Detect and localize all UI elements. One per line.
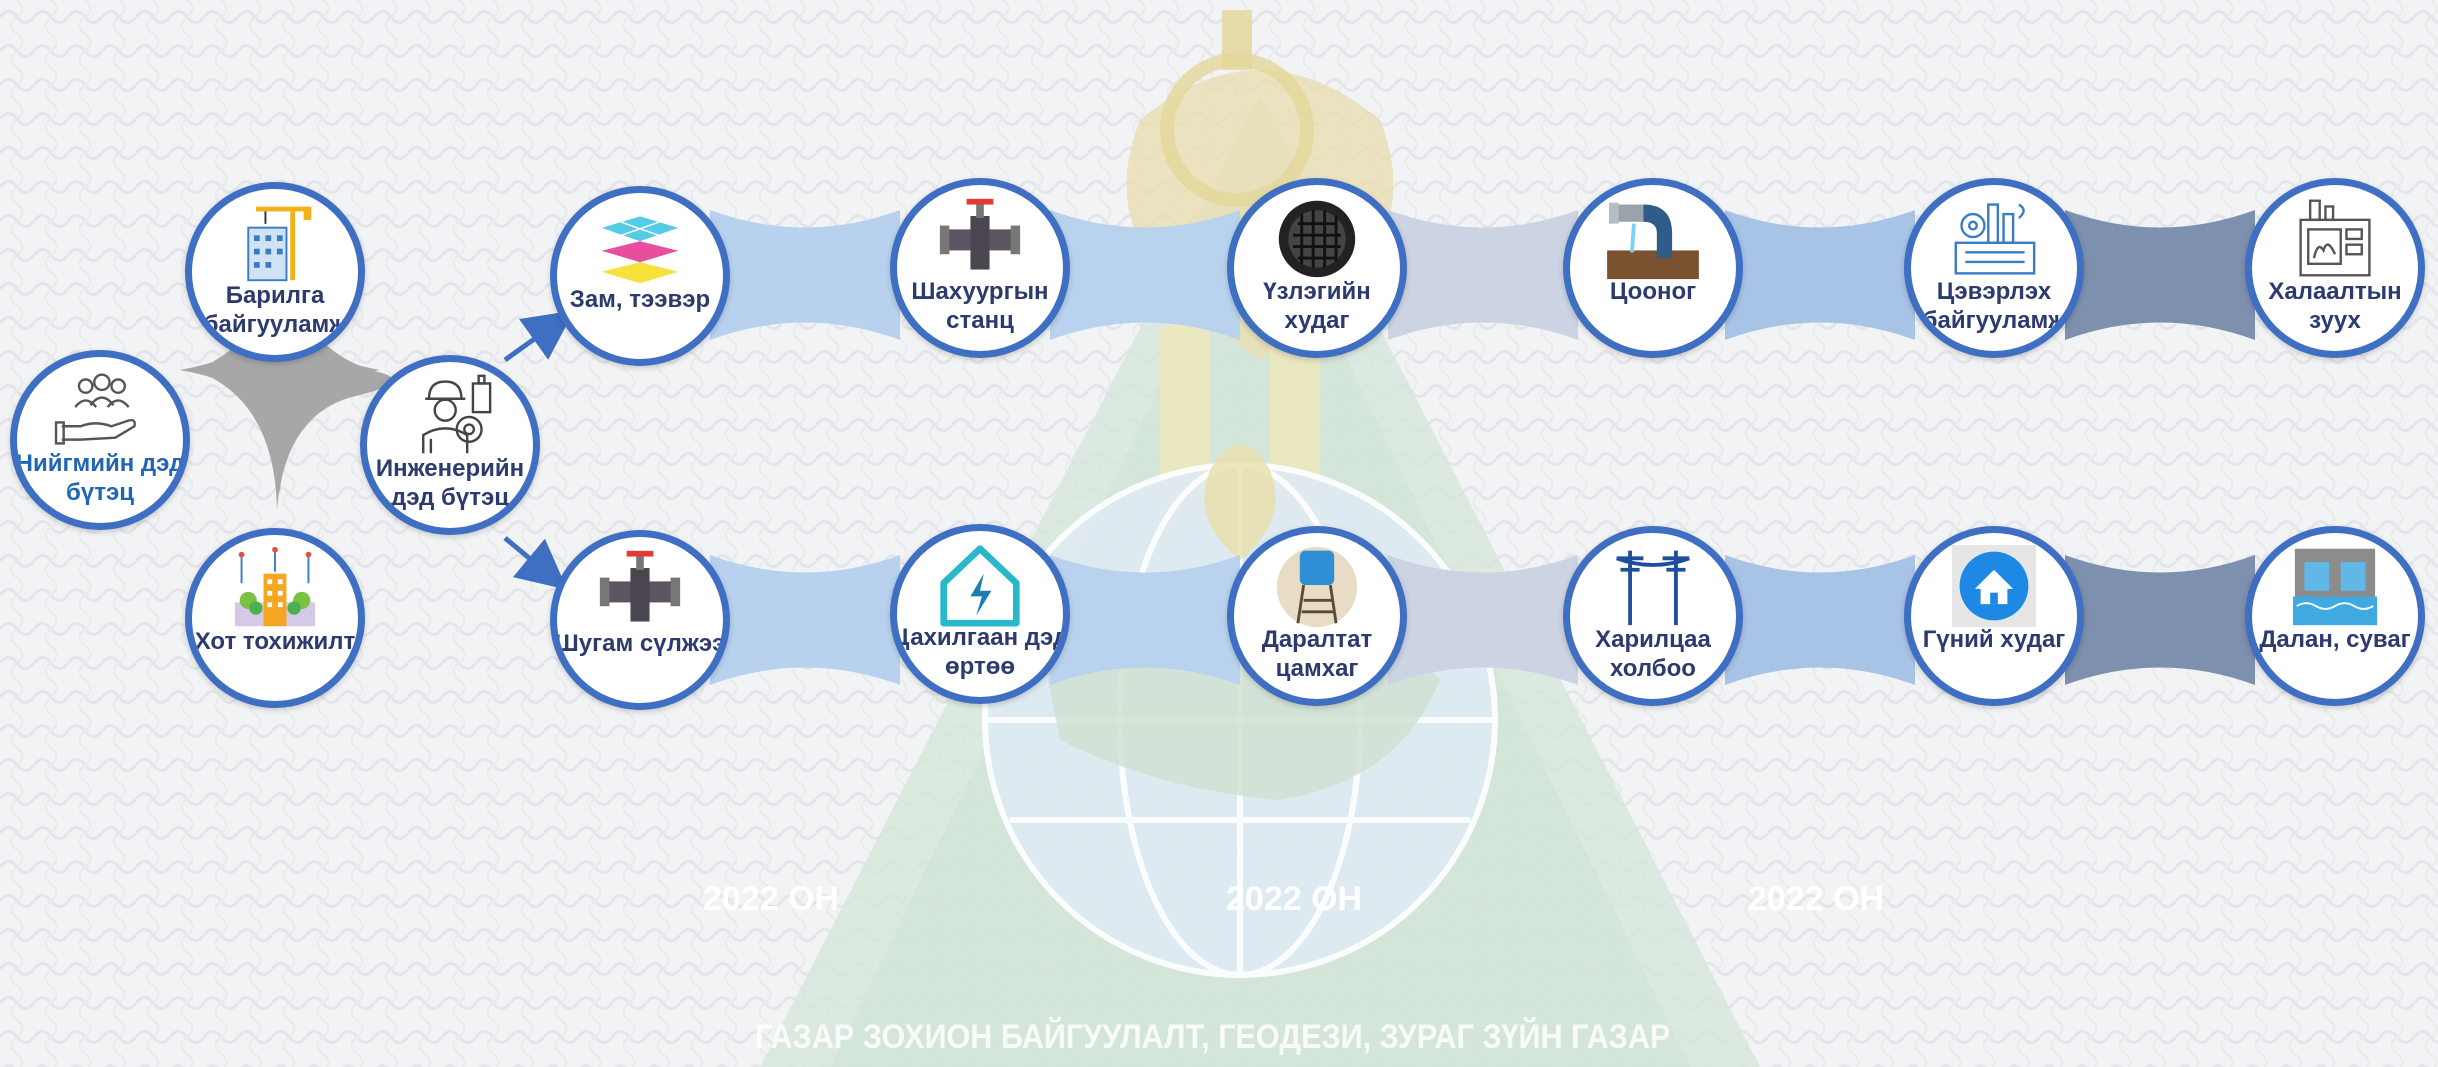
boiler-icon (2285, 195, 2385, 281)
treatment-plant-icon (1944, 195, 2044, 281)
node-road-transport[interactable]: Зам, тээвэр (550, 186, 730, 366)
node-label: Гүний худаг (1922, 626, 2066, 653)
top-bands (710, 210, 2255, 340)
node-label: Нийгмийн дэд бүтэц (15, 450, 185, 506)
well-pipe-icon (1603, 195, 1703, 281)
node-treatment-plant[interactable]: Цэвэрлэх байгууламж (1904, 178, 2084, 358)
node-urban[interactable]: Хот тохижилт (185, 528, 365, 708)
node-engineering[interactable]: Инженерийн дэд бүтэц (360, 355, 540, 535)
pipe-valve-icon (930, 195, 1030, 281)
year-label-2: 2022 ОН (1226, 880, 1363, 918)
node-pressure-tower[interactable]: Даралтат цамхаг (1227, 526, 1407, 706)
dam-icon (2285, 543, 2385, 629)
node-label: Үзлэгийн худаг (1263, 278, 1371, 334)
pipe-valve-icon (590, 547, 690, 633)
node-electric-substation[interactable]: Цахилгаан дэд өртөө (890, 524, 1070, 704)
city-trees-icon (225, 545, 325, 631)
layers-icon (590, 203, 690, 289)
node-pump-station[interactable]: Шахуургын станц (890, 178, 1070, 358)
hand-people-icon (50, 367, 150, 453)
node-construction[interactable]: Барилга байгууламж (185, 182, 365, 362)
node-label: Зам, тээвэр (569, 286, 711, 313)
node-deep-well[interactable]: Гүний худаг (1904, 526, 2084, 706)
node-pipeline-network[interactable]: Шугам сүлжээ (550, 530, 730, 710)
node-label: Даралтат цамхаг (1261, 626, 1373, 682)
bottom-bands (710, 555, 2255, 685)
year-label-1: 2022 ОН (703, 880, 840, 918)
node-label: Цооног (1609, 278, 1697, 305)
year-label-3: 2022 ОН (1748, 880, 1885, 918)
power-pylon-icon (1603, 543, 1703, 629)
node-borehole[interactable]: Цооног (1563, 178, 1743, 358)
node-label: Барилга байгууламж (203, 282, 347, 338)
node-heating-boiler[interactable]: Халаалтын зуух (2245, 178, 2425, 358)
node-label: Цэвэрлэх байгууламж (1922, 278, 2066, 334)
crane-building-icon (225, 199, 325, 285)
footer-caption: ГАЗАР ЗОХИОН БАЙГУУЛАЛТ, ГЕОДЕЗИ, ЗУРАГ … (755, 1018, 1671, 1056)
node-label: Халаалтын зуух (2268, 278, 2402, 334)
engineer-gear-icon (400, 372, 500, 458)
arrow-up (503, 310, 575, 363)
electric-house-icon (930, 541, 1030, 627)
manhole-icon (1267, 195, 1367, 281)
node-dam-canal[interactable]: Далан, суваг (2245, 526, 2425, 706)
node-label: Цахилгаан дэд өртөө (891, 624, 1069, 680)
star-connector-main (180, 245, 380, 495)
node-label: Инженерийн дэд бүтэц (375, 455, 525, 511)
home-circle-icon (1944, 543, 2044, 629)
node-telecom[interactable]: Харилцаа холбоо (1563, 526, 1743, 706)
node-label: Далан, суваг (2259, 626, 2411, 653)
node-label: Харилцаа холбоо (1595, 626, 1711, 682)
node-label: Хот тохижилт (194, 628, 356, 655)
node-label: Шахуургын станц (911, 278, 1049, 334)
node-social[interactable]: Нийгмийн дэд бүтэц (10, 350, 190, 530)
arrow-down (503, 536, 568, 590)
water-tower-icon (1267, 543, 1367, 629)
node-label: Шугам сүлжээ (554, 630, 726, 657)
node-inspection-well[interactable]: Үзлэгийн худаг (1227, 178, 1407, 358)
